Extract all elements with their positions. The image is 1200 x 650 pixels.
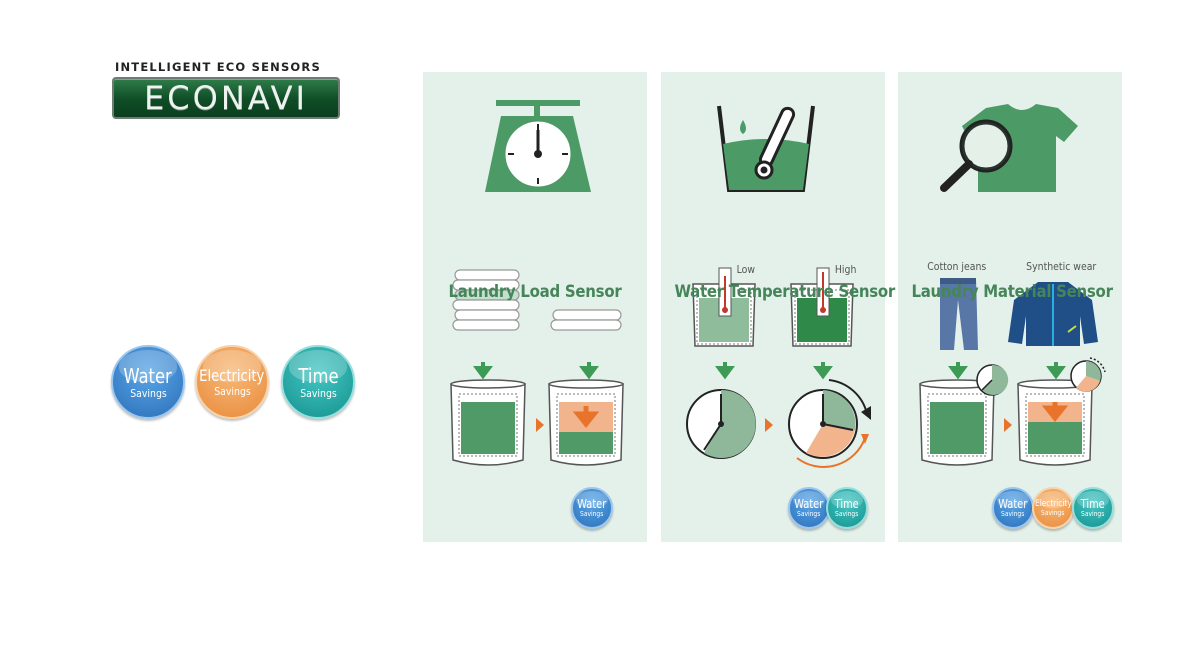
water-savings-badge: Water Savings — [111, 345, 185, 419]
shirt-magnifier-icon — [940, 104, 1078, 192]
panel3-electricity-savings-badge: Electricity Savings — [1032, 487, 1074, 529]
panel3-water-savings-badge: Water Savings — [992, 487, 1034, 529]
badge-label: Time — [297, 363, 339, 388]
high-label: High — [834, 263, 857, 276]
logo-wordmark: ECONAVI — [144, 79, 308, 117]
down-arrow-icon — [715, 362, 735, 380]
thermometer-basin-icon — [717, 105, 815, 192]
reduce-arrow-icon — [572, 406, 600, 429]
badge-sublabel: Savings — [1081, 510, 1105, 518]
logo-badge: ECONAVI — [112, 77, 340, 119]
washer-tub-icon — [1017, 357, 1106, 466]
badge-label: Water — [998, 497, 1028, 511]
right-arrow-icon — [1004, 418, 1012, 432]
short-cycle-clock-icon — [788, 379, 871, 468]
badge-label: Time — [1080, 497, 1106, 511]
washer-tub-icon — [548, 379, 624, 466]
panel2-time-savings-badge: Time Savings — [826, 487, 868, 529]
laundry-material-sensor-panel: Laundry Material Sensor Cotton jeans Syn… — [898, 72, 1122, 542]
down-arrow-icon — [948, 362, 968, 380]
badge-sublabel: Savings — [129, 386, 167, 400]
reduce-arrow-icon — [1041, 402, 1069, 423]
down-arrow-icon — [579, 362, 599, 380]
low-label: Low — [736, 263, 756, 276]
laundry-material-illustration — [919, 104, 1106, 466]
washer-tub-icon — [450, 379, 526, 466]
badge-sublabel: Savings — [580, 510, 604, 518]
down-arrow-icon — [813, 362, 833, 380]
panel-title: Water Temperature Sensor — [674, 282, 896, 302]
long-cycle-clock-icon — [686, 389, 756, 459]
small-laundry-pile-icon — [550, 309, 622, 331]
badge-sublabel: Savings — [797, 510, 821, 518]
low-temperature-container-icon — [692, 267, 756, 347]
badge-sublabel: Savings — [1041, 508, 1065, 517]
badge-sublabel: Savings — [299, 386, 337, 400]
right-arrow-icon — [765, 418, 773, 432]
synthetic-wear-label: Synthetic wear — [1026, 260, 1097, 273]
high-temperature-container-icon — [790, 267, 854, 347]
badge-sublabel: Savings — [835, 510, 859, 518]
laundry-load-illustration — [450, 100, 624, 466]
panel3-time-savings-badge: Time Savings — [1072, 487, 1114, 529]
laundry-load-sensor-panel: Laundry Load Sensor — [423, 72, 647, 542]
badge-label: Electricity — [199, 365, 265, 385]
washer-tub-icon — [919, 364, 1009, 466]
econavi-logo: INTELLIGENT ECO SENSORS ECONAVI — [112, 60, 340, 119]
time-savings-badge: Time Savings — [281, 345, 355, 419]
badge-label: Electricity — [1034, 498, 1072, 509]
badge-sublabel: Savings — [1001, 510, 1025, 518]
right-arrow-icon — [536, 418, 544, 432]
badge-label: Water — [794, 497, 824, 511]
synthetic-jacket-icon — [1008, 282, 1098, 346]
down-arrow-icon — [473, 362, 493, 380]
electricity-savings-badge: Electricity Savings — [195, 345, 269, 419]
panel-title: Laundry Load Sensor — [448, 282, 622, 302]
badge-label: Water — [123, 363, 173, 388]
panel1-water-savings-badge: Water Savings — [571, 487, 613, 529]
panel-title: Laundry Material Sensor — [911, 282, 1113, 302]
badge-sublabel: Savings — [213, 384, 251, 398]
scale-icon — [485, 100, 591, 192]
panel2-water-savings-badge: Water Savings — [788, 487, 830, 529]
large-laundry-pile-icon — [452, 269, 520, 331]
water-temperature-illustration — [686, 105, 871, 468]
logo-tagline: INTELLIGENT ECO SENSORS — [115, 60, 321, 74]
badge-label: Time — [834, 497, 860, 511]
water-temperature-sensor-panel: Water Temperature Sensor Low High — [661, 72, 896, 542]
badge-label: Water — [577, 497, 607, 511]
down-arrow-icon — [1046, 362, 1066, 380]
cotton-jeans-icon — [940, 278, 978, 350]
cotton-jeans-label: Cotton jeans — [927, 260, 987, 273]
